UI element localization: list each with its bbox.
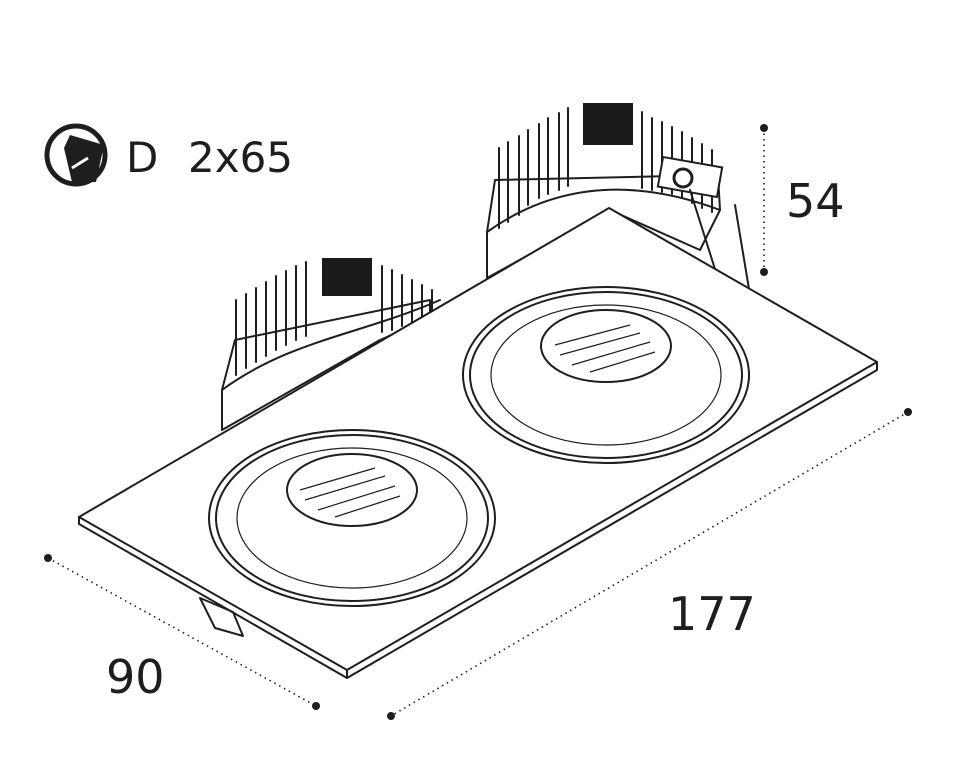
width-value: 90 xyxy=(106,650,165,704)
cutout-value: 2x65 xyxy=(188,133,293,182)
mounting-clip xyxy=(199,597,244,637)
cutout-label: D xyxy=(126,133,158,182)
cutout-drill-icon xyxy=(44,123,108,187)
optic-front xyxy=(208,429,496,607)
length-value: 177 xyxy=(668,587,756,641)
heatsink-front xyxy=(221,258,441,431)
trim-plate xyxy=(78,207,878,679)
optic-rear xyxy=(462,286,750,464)
heatsink-rear xyxy=(486,103,751,296)
dimension-height xyxy=(760,124,768,276)
dimension-length xyxy=(387,408,912,720)
height-value: 54 xyxy=(786,174,845,228)
dimension-width xyxy=(44,554,320,710)
